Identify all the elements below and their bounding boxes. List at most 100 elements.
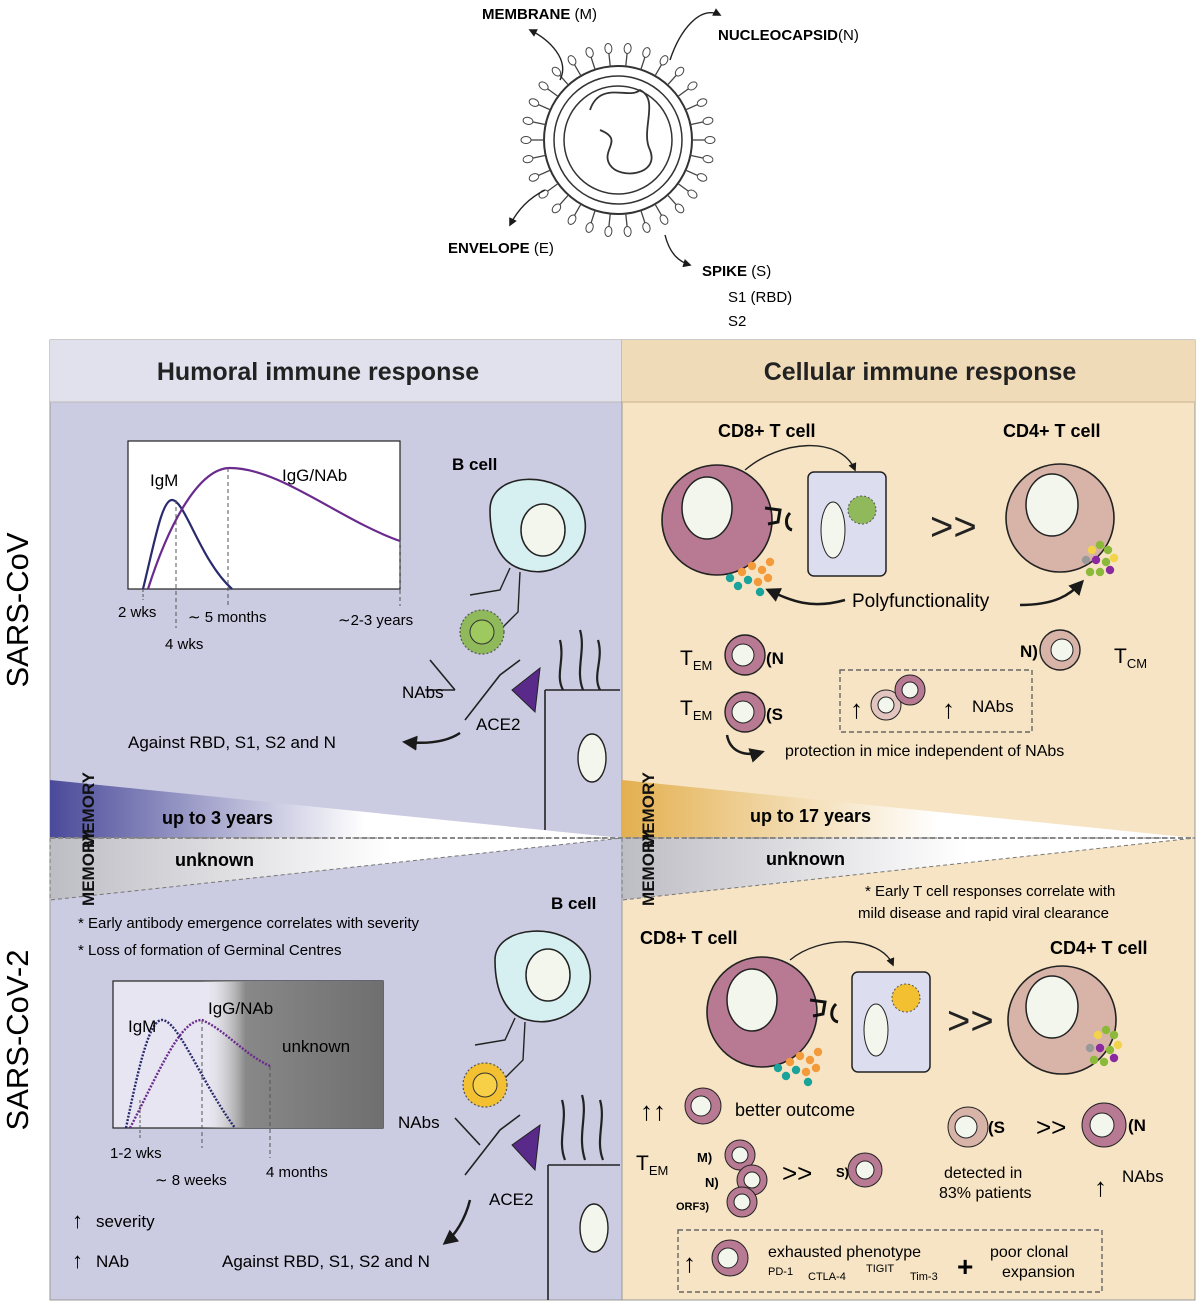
ace2-label-sars-cov: ACE2: [476, 715, 520, 734]
time-2-3years: ∼2-3 years: [338, 612, 413, 629]
epitope-n: N): [705, 1175, 719, 1190]
protection-label: protection in mice independent of NAbs: [785, 743, 1064, 760]
s2-label: S2: [728, 313, 746, 330]
cd8-label-sars-cov2: CD8+ T cell: [640, 928, 738, 948]
cytokine-dot: [1087, 545, 1097, 555]
spike-stem: [690, 154, 705, 159]
spike-head: [567, 214, 577, 225]
up-arrow-nabs: ↑: [1094, 1172, 1107, 1202]
cytokine-dots-sars-cov: [725, 540, 1119, 597]
bcell-label-sars-cov: B cell: [452, 455, 497, 474]
time-4months: 4 months: [266, 1164, 328, 1181]
spike-head: [702, 155, 714, 164]
nabs-label-cellular-cov2: NAbs: [1122, 1167, 1164, 1186]
spike-stem: [590, 56, 596, 70]
against-label-sars-cov2: Against RBD, S1, S2 and N: [222, 1252, 430, 1271]
igm-label-sars-cov: IgM: [150, 471, 178, 490]
cd4-n-label: (N: [1128, 1116, 1146, 1135]
spike-head: [674, 66, 685, 77]
time-5months: ∼ 5 months: [188, 609, 266, 626]
envelope-label: ENVELOPE (E): [448, 240, 554, 257]
nabs-label-sars-cov2: NAbs: [398, 1113, 440, 1132]
cytokine-dot: [747, 561, 757, 571]
spike-head: [604, 43, 613, 54]
s1-label: S1 (RBD): [728, 289, 792, 306]
spike-stem: [558, 194, 569, 206]
memory-cellular-sars-cov: up to 17 years: [750, 806, 871, 826]
time-2wks: 2 wks: [118, 604, 156, 621]
bcell-illustration-sars-cov2: [442, 930, 620, 1300]
nab-label: NAb: [96, 1252, 129, 1271]
cytokine-dot: [1105, 1045, 1115, 1055]
spike-stem: [531, 121, 546, 126]
up-arrow-box-1: ↑: [850, 694, 863, 724]
cytokine-dot: [743, 575, 753, 585]
spike-stem: [590, 210, 596, 224]
cytokine-dot: [1095, 540, 1105, 550]
time-4wks: 4 wks: [165, 636, 203, 653]
cytokine-dot: [757, 565, 767, 575]
cytokine-dot: [781, 1071, 791, 1081]
detected-label-2: 83% patients: [939, 1185, 1032, 1202]
humoral-note-2: * Loss of formation of Germinal Centres: [78, 942, 341, 959]
memory-band-humoral: [49, 780, 623, 901]
spike-head: [659, 214, 669, 225]
epitope-s: S): [836, 1165, 849, 1180]
spike-stem: [654, 203, 663, 217]
greater-than-tem: >>: [782, 1158, 812, 1188]
greater-than-symbol: >>: [930, 505, 977, 549]
cytokine-dot: [813, 1047, 823, 1057]
cytokine-dot: [785, 1057, 795, 1067]
spike-stem: [667, 74, 678, 86]
cd8-tcell-sars-cov: >>: [661, 444, 977, 577]
spike-stem: [531, 154, 546, 159]
igg-label-sars-cov: IgG/NAb: [282, 466, 347, 485]
cytokine-dot: [1109, 553, 1119, 563]
memory-label-humoral-bottom: MEMORY: [79, 829, 98, 906]
marker-ctla4: CTLA-4: [808, 1271, 846, 1283]
cytokine-dot: [1091, 555, 1101, 565]
severity-label: severity: [96, 1212, 155, 1231]
spike-head: [551, 203, 562, 214]
tem-label-cov2: TEM: [636, 1152, 668, 1178]
cytokine-dot: [1095, 1043, 1105, 1053]
cytokine-dot: [1095, 567, 1105, 577]
spike-head: [522, 155, 534, 164]
spike-stem: [537, 103, 551, 111]
cytokine-dot: [1085, 567, 1095, 577]
epitope-m: M): [697, 1150, 712, 1165]
cd8-tcell-sars-cov2: >>: [706, 941, 994, 1073]
spike-stem: [667, 194, 678, 206]
humoral-header: Humoral immune response: [157, 358, 479, 386]
spike-stem: [685, 169, 699, 177]
spike-head: [538, 81, 549, 91]
cd4-label-sars-cov: CD4+ T cell: [1003, 421, 1101, 441]
cd4-tcell-sars-cov2: [1007, 965, 1117, 1075]
spike-stem: [677, 182, 690, 193]
cellular-note-2: mild disease and rapid viral clearance: [858, 905, 1109, 922]
time-8weeks: ∼ 8 weeks: [155, 1172, 227, 1189]
cd4-tcell-sars-cov: [1005, 463, 1115, 573]
spike-stem: [685, 103, 699, 111]
cellular-header: Cellular immune response: [764, 358, 1077, 386]
cytokine-dot: [805, 1055, 815, 1065]
up-arrow-exhausted: ↑: [683, 1248, 696, 1278]
cytokine-dot: [1101, 1025, 1111, 1035]
up-arrow-box-2: ↑: [942, 694, 955, 724]
cytokine-dot: [1109, 1053, 1119, 1063]
spike-head: [642, 47, 651, 58]
memory-label-humoral-top: MEMORY: [79, 771, 98, 848]
spike-head: [585, 222, 594, 233]
spike-head: [520, 136, 532, 144]
poor-clonal-label-2: expansion: [1002, 1264, 1075, 1281]
cytokine-dot: [1089, 1055, 1099, 1065]
spike-proteins: [520, 43, 716, 237]
humoral-note-1: * Early antibody emergence correlates wi…: [78, 915, 419, 932]
membrane-label: MEMBRANE (M): [482, 6, 597, 23]
cytokine-dot: [1103, 545, 1113, 555]
spike-stem: [677, 87, 690, 98]
memory-label-cellular-top: MEMORY: [639, 771, 658, 848]
spike-stem: [537, 169, 551, 177]
cytokine-dot: [811, 1063, 821, 1073]
cytokine-dot: [737, 567, 747, 577]
